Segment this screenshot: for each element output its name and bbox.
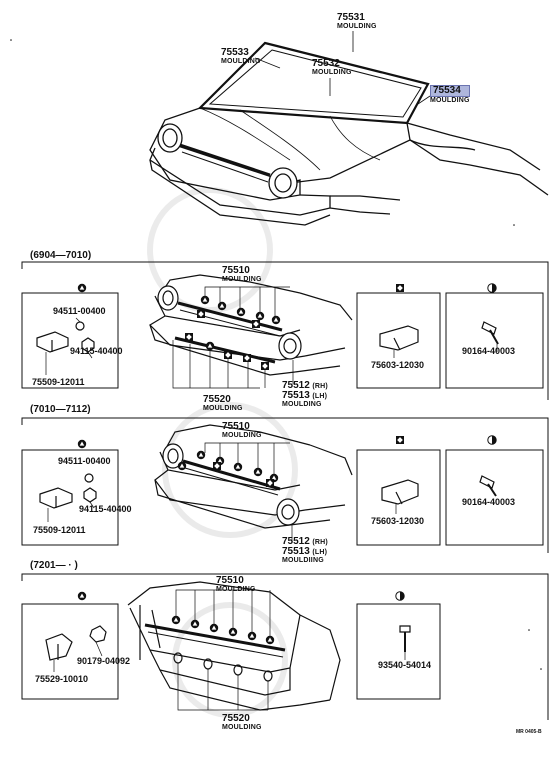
s1-side-moulding: 75512 (RH) 75513 (LH) MOULDING xyxy=(282,380,328,409)
s3-part-90179[interactable]: 90179-04092 xyxy=(77,656,131,666)
s2-part-75509[interactable]: 75509-12011 xyxy=(33,525,86,535)
section2-frame xyxy=(21,417,549,553)
s3-part-75529[interactable]: 75529-10010 xyxy=(35,674,89,684)
label-75534-highlighted[interactable]: 75534 MOULDING xyxy=(430,85,470,104)
section3-symbols xyxy=(77,591,405,645)
specks xyxy=(10,39,542,670)
s3-part-93540[interactable]: 93540-54014 xyxy=(378,660,432,670)
section2-car-drawing xyxy=(39,424,497,540)
s2-part-75603[interactable]: 75603-12030 xyxy=(371,516,425,526)
s2-part-94511[interactable]: 94511-00400 xyxy=(58,456,111,466)
s1-part-75603[interactable]: 75603-12030 xyxy=(371,360,425,370)
s3-moulding-75510: 75510 MOULDING xyxy=(216,575,256,594)
section3-frame xyxy=(21,573,549,720)
s2-moulding-75510: 75510 MOULDING xyxy=(222,421,262,440)
s3-moulding-75520: 75520 MOULDING xyxy=(222,713,262,732)
s2-side-moulding: 75512 (RH) 75513 (LH) MOULDIING xyxy=(282,536,328,565)
section3-title: (7201— · ) xyxy=(30,560,78,571)
s1-part-75509[interactable]: 75509-12011 xyxy=(32,377,85,387)
s1-part-94115[interactable]: 94115-40400 xyxy=(70,346,123,356)
top-car-drawing xyxy=(149,31,549,226)
section1-title: (6904—7010) xyxy=(30,250,92,261)
section1-car-drawing xyxy=(36,274,499,389)
s1-part-94511[interactable]: 94511-00400 xyxy=(53,306,106,316)
section1-frame xyxy=(21,261,549,400)
label-75533: 75533 MOULDING xyxy=(221,47,261,66)
s1-part-90164[interactable]: 90164-40003 xyxy=(462,346,516,356)
s2-part-94115[interactable]: 94115-40400 xyxy=(79,504,132,514)
s1-moulding-75520: 75520 MOULDING xyxy=(203,394,243,413)
label-75532: 75532 MOULDING xyxy=(312,58,352,77)
s2-part-90164[interactable]: 90164-40003 xyxy=(462,497,516,507)
s1-moulding-75510: 75510 MOULDING xyxy=(222,265,262,284)
label-75531: 75531 MOULDING xyxy=(337,12,377,31)
section2-title: (7010—7112) xyxy=(30,404,91,415)
section3-car-drawing xyxy=(45,581,411,711)
footer-reference: MR 0405-B xyxy=(516,729,542,735)
